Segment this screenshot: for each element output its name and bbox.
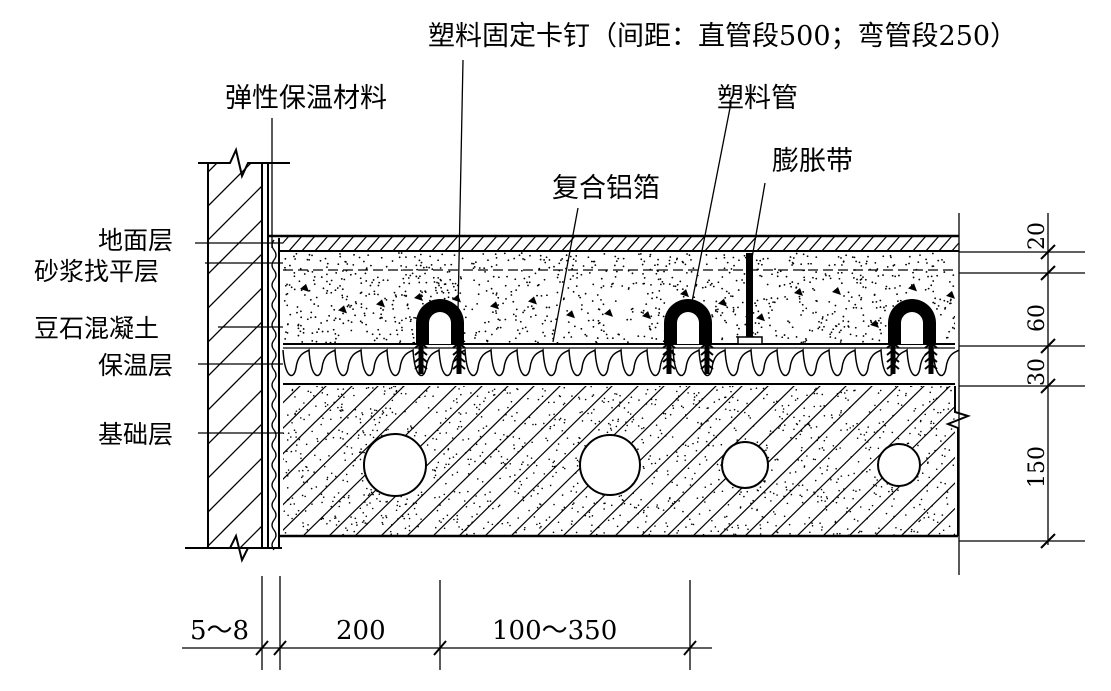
pea-gravel-concrete-label: 豆石混凝土 xyxy=(34,314,160,343)
vertical-dimension xyxy=(958,213,1085,575)
leader-lines xyxy=(195,59,766,434)
expansion-strip xyxy=(737,253,763,345)
elastic-insulation-strip xyxy=(267,163,280,551)
base-void-4 xyxy=(877,443,921,487)
dim-insulation-thickness: 30 xyxy=(1025,358,1050,386)
floor-surface-layer xyxy=(268,234,959,252)
base-layer-label: 基础层 xyxy=(98,420,174,449)
elastic-insulation-label: 弹性保温材料 xyxy=(225,83,387,114)
base-void-2 xyxy=(579,434,641,496)
base-layer xyxy=(279,386,972,538)
horizontal-dimension xyxy=(182,576,712,670)
dim-wall-gap: 5～8 xyxy=(190,616,250,646)
dim-floor-thickness: 20 xyxy=(1025,222,1050,250)
concrete-layer xyxy=(283,252,955,345)
pipe-label: 塑料管 xyxy=(717,83,798,114)
dim-first-pipe: 200 xyxy=(336,616,386,646)
insulation-layer-label: 保温层 xyxy=(98,351,174,380)
mortar-layer-label: 砂浆找平层 xyxy=(34,257,160,286)
dim-pipe-spacing: 100～350 xyxy=(492,616,618,646)
wall xyxy=(185,146,290,563)
dim-base-thickness: 150 xyxy=(1025,446,1050,488)
expansion-strip-label: 膨胀带 xyxy=(772,146,853,177)
base-void-3 xyxy=(721,441,769,489)
aluminum-foil-label: 复合铝箔 xyxy=(552,173,660,204)
clip-label: 塑料固定卡钉（间距：直管段500；弯管段250） xyxy=(428,21,1018,52)
dim-concrete-thickness: 60 xyxy=(1025,304,1050,332)
insulation-layer xyxy=(282,347,960,385)
pipes xyxy=(414,299,938,374)
base-void-1 xyxy=(363,433,427,497)
floor-surface-label: 地面层 xyxy=(98,226,174,255)
